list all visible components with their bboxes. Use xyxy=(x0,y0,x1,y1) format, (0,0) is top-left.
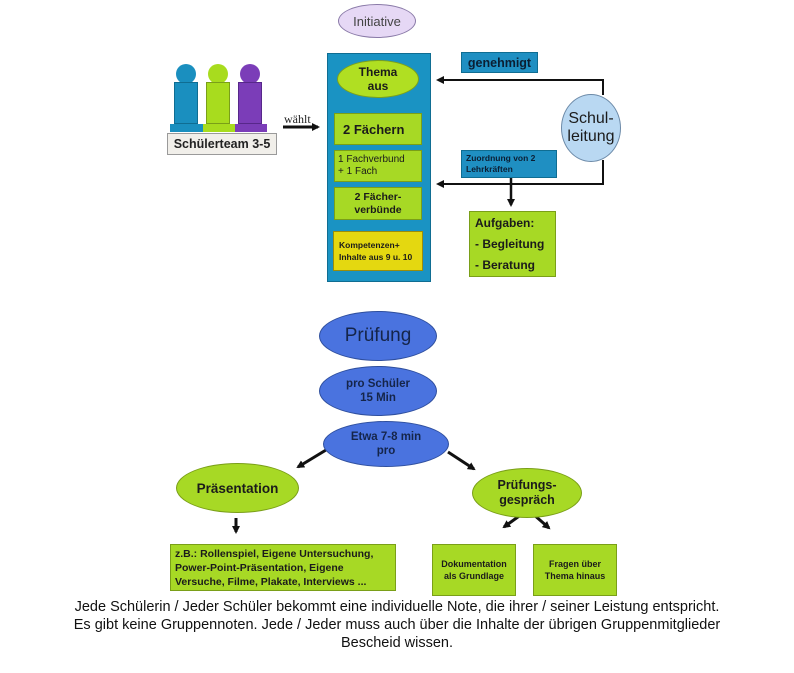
tasks-title: Aufgaben: xyxy=(475,215,535,230)
student-pedestal-2 xyxy=(203,124,235,132)
student-figure-3-head xyxy=(240,64,260,84)
approx-line-2: pro xyxy=(376,445,396,457)
caption-line-3: Bescheid wissen. xyxy=(340,635,454,651)
subject-option-text: + 1 Fach xyxy=(338,166,378,177)
presentation-ellipse: Präsentation xyxy=(176,463,299,513)
questions-line-2: Thema hinaus xyxy=(544,571,606,581)
examples-line: Versuche, Filme, Plakate, Interviews ... xyxy=(175,575,367,588)
subject-option-two-subjects: 2 Fächern xyxy=(334,113,422,145)
theme-line-2: aus xyxy=(367,79,389,93)
leadership-line-2: leitung xyxy=(567,128,615,145)
exam-ellipse: Prüfung xyxy=(319,311,437,361)
documentation-line-2: als Grundlage xyxy=(443,571,504,581)
student-team-label: Schülerteam 3-5 xyxy=(167,133,277,155)
tasks-item: - Beratung xyxy=(475,257,535,272)
exam-talk-line-2: gespräch xyxy=(499,493,555,507)
caption-line-2: Es gibt keine Gruppennoten. Jede / Jeder… xyxy=(73,617,721,633)
approx-line-1: Etwa 7-8 min xyxy=(350,431,422,443)
to-exam-talk-arrow xyxy=(447,450,476,471)
school-leadership-circle: Schul-leitung xyxy=(561,94,621,162)
theme-line-1: Thema xyxy=(358,65,398,79)
student-team-text: Schülerteam 3-5 xyxy=(173,137,271,151)
approval-connector xyxy=(436,76,604,95)
subject-option-text: verbünde xyxy=(354,203,402,216)
initiative-label: Initiative xyxy=(353,13,401,29)
per-student-ellipse: pro Schüler 15 Min xyxy=(319,366,437,416)
subject-option-two-associations: 2 Fächer-verbünde xyxy=(334,187,422,220)
approved-label: genehmigt xyxy=(461,52,538,73)
tasks-item: - Begleitung xyxy=(475,236,545,251)
subject-option-association-plus-subject: 1 Fachverbund+ 1 Fach xyxy=(334,150,422,182)
exam-text: Prüfung xyxy=(344,325,412,346)
competence-line-2: Inhalte aus 9 u. 10 xyxy=(339,252,413,262)
per-student-line-2: 15 Min xyxy=(360,392,396,404)
caption: Jede Schülerin / Jeder Schüler bekommt e… xyxy=(0,598,794,652)
exam-talk-ellipse: Prüfungs-gespräch xyxy=(472,468,582,518)
presentation-examples-box: z.B.: Rollenspiel, Eigene Untersuchung,P… xyxy=(170,544,396,591)
chooses-label: wählt xyxy=(284,112,311,126)
student-figure-2-head xyxy=(208,64,228,84)
caption-line-1: Jede Schülerin / Jeder Schüler bekommt e… xyxy=(74,599,720,615)
assignment-line-2: Lehrkräften xyxy=(466,164,513,174)
student-pedestal-1 xyxy=(170,124,203,132)
assignment-connector xyxy=(436,160,604,188)
competence-box: Kompetenzen+ Inhalte aus 9 u. 10 xyxy=(333,231,423,271)
leadership-line-1: Schul- xyxy=(568,110,614,127)
subject-option-text: 1 Fachverbund xyxy=(338,154,405,165)
examples-line: z.B.: Rollenspiel, Eigene Untersuchung, xyxy=(175,547,374,560)
tasks-box: Aufgaben: - Begleitung - Beratung xyxy=(469,211,556,277)
initiative-ellipse: Initiative xyxy=(338,4,416,38)
assignment-line-1: Zuordnung von 2 xyxy=(466,153,536,163)
competence-line-1: Kompetenzen+ xyxy=(339,240,400,250)
exam-talk-line-1: Prüfungs- xyxy=(497,478,557,492)
presentation-text: Präsentation xyxy=(196,480,279,496)
student-figure-2-body xyxy=(206,82,230,124)
examples-line: Power-Point-Präsentation, Eigene xyxy=(175,561,344,574)
to-presentation-arrow xyxy=(296,448,327,469)
questions-line-1: Fragen über xyxy=(548,559,601,569)
subject-option-text: 2 Fächer- xyxy=(354,190,402,203)
documentation-line-1: Dokumentation xyxy=(441,559,507,569)
student-figure-1-head xyxy=(176,64,196,84)
student-figure-3-body xyxy=(238,82,262,124)
student-figure-1-body xyxy=(174,82,198,124)
per-student-line-1: pro Schüler xyxy=(346,378,410,390)
subject-option-text: 2 Fächern xyxy=(343,121,405,137)
approved-text: genehmigt xyxy=(467,55,532,70)
documentation-box: Dokumentation als Grundlage xyxy=(432,544,516,596)
approx-time-ellipse: Etwa 7-8 min pro xyxy=(323,421,449,467)
student-pedestal-3 xyxy=(235,124,267,132)
